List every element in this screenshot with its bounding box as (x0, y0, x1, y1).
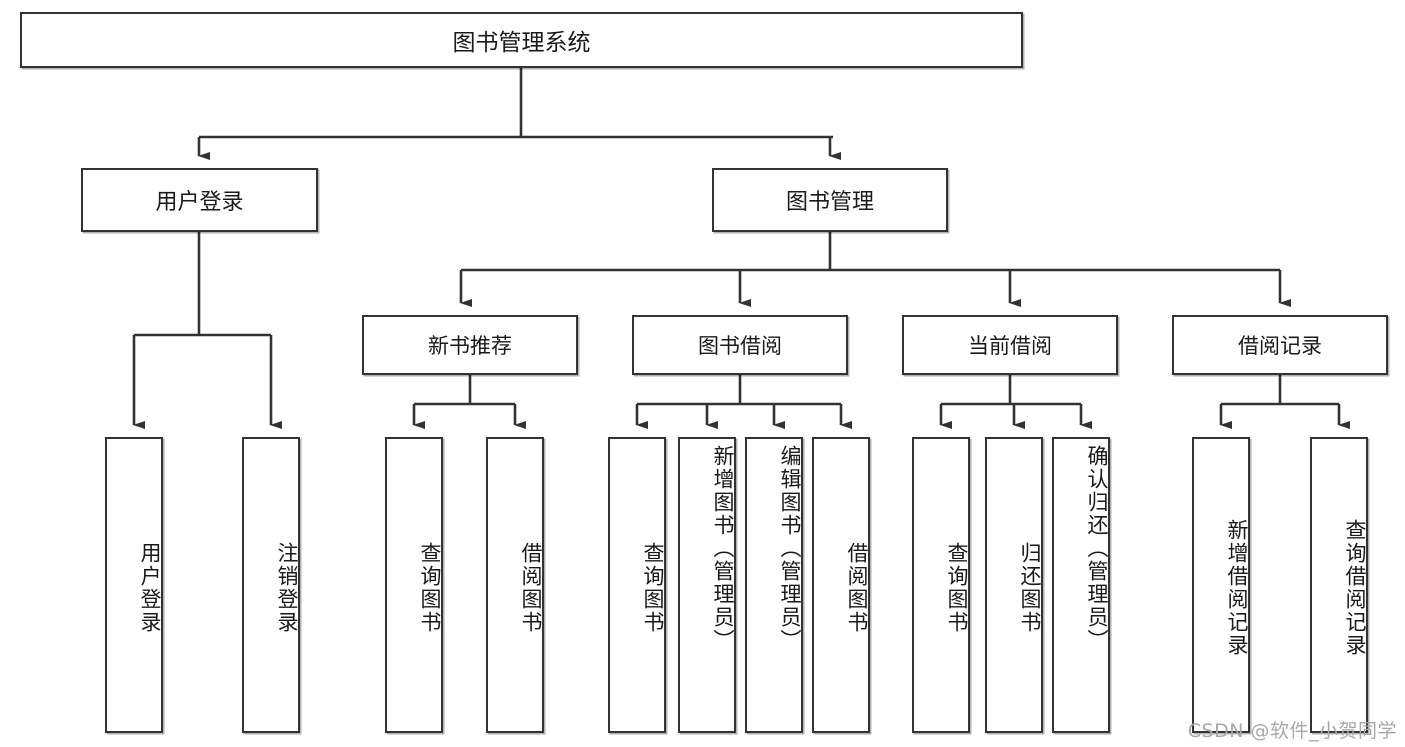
node-new-book-recommend-label: 新书推荐 (428, 334, 512, 358)
leaf-node-label: 借阅图书 (519, 542, 543, 634)
leaf-node[interactable]: 用户登录 (105, 437, 163, 733)
leaf-node-label: 新增借阅记录 (1225, 519, 1249, 657)
leaf-node[interactable]: 查询借阅记录 (1310, 437, 1368, 733)
node-book-borrow-label: 图书借阅 (698, 334, 782, 358)
leaf-node[interactable]: 编辑图书（管理员） (745, 437, 803, 733)
node-borrow-record[interactable]: 借阅记录 (1172, 315, 1388, 375)
leaf-node[interactable]: 查询图书 (608, 437, 666, 733)
leaf-node[interactable]: 借阅图书 (812, 437, 870, 733)
leaf-node-label: 用户登录 (138, 542, 162, 634)
leaf-node[interactable]: 确认归还（管理员） (1052, 437, 1110, 733)
node-book-management-label: 图书管理 (785, 190, 874, 215)
leaf-node-label: 编辑图书（管理员） (778, 445, 802, 652)
leaf-node-label: 查询图书 (418, 542, 442, 634)
node-new-book-recommend[interactable]: 新书推荐 (362, 315, 578, 375)
node-user-login[interactable]: 用户登录 (81, 168, 318, 232)
node-user-login-label: 用户登录 (155, 190, 244, 215)
leaf-node[interactable]: 新增图书（管理员） (678, 437, 736, 733)
node-book-management[interactable]: 图书管理 (712, 168, 948, 232)
leaf-node[interactable]: 注销登录 (242, 437, 300, 733)
leaf-node-label: 确认归还（管理员） (1085, 445, 1109, 652)
node-current-borrow[interactable]: 当前借阅 (902, 315, 1118, 375)
leaf-node-label: 借阅图书 (845, 542, 869, 634)
leaf-node[interactable]: 新增借阅记录 (1192, 437, 1250, 733)
node-borrow-record-label: 借阅记录 (1238, 334, 1322, 358)
leaf-node-label: 新增图书（管理员） (711, 445, 735, 652)
csdn-watermark: CSDN @软件_小贺同学 (1187, 720, 1397, 742)
leaf-node[interactable]: 查询图书 (385, 437, 443, 733)
leaf-node-label: 查询借阅记录 (1343, 519, 1367, 657)
node-root[interactable]: 图书管理系统 (20, 12, 1023, 68)
leaf-node-label: 查询图书 (641, 542, 665, 634)
node-root-label: 图书管理系统 (452, 30, 591, 56)
leaf-node-label: 归还图书 (1018, 542, 1042, 634)
leaf-node-label: 注销登录 (275, 542, 299, 634)
node-book-borrow[interactable]: 图书借阅 (632, 315, 848, 375)
leaf-node[interactable]: 借阅图书 (486, 437, 544, 733)
node-current-borrow-label: 当前借阅 (968, 334, 1052, 358)
leaf-node[interactable]: 归还图书 (985, 437, 1043, 733)
leaf-node-label: 查询图书 (945, 542, 969, 634)
leaf-node[interactable]: 查询图书 (912, 437, 970, 733)
